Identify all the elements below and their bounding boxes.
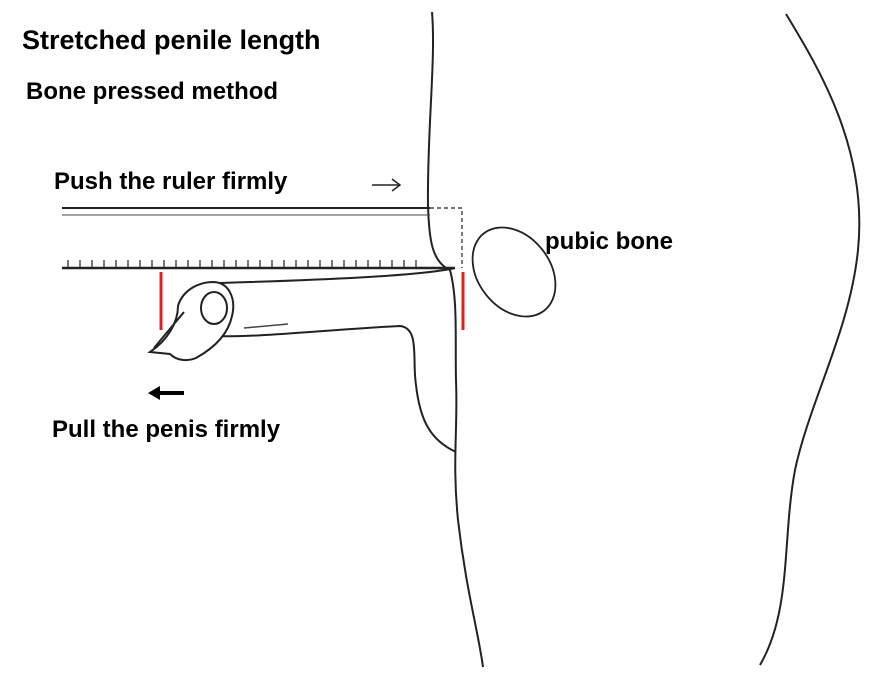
diagram-title: Stretched penile length <box>22 25 321 55</box>
penis-crease <box>243 323 289 329</box>
left-arrow-icon <box>148 386 184 400</box>
push-ruler-label: Push the ruler firmly <box>54 168 288 195</box>
hand <box>147 280 235 362</box>
penis-outline <box>204 267 457 453</box>
pubic-bone-shape <box>471 226 557 318</box>
body-back-outline <box>759 13 861 666</box>
diagram-subtitle: Bone pressed method <box>26 78 279 105</box>
pubic-bone-label: pubic bone <box>545 228 673 255</box>
ruler-hidden-end <box>430 207 463 268</box>
ruler <box>62 207 463 270</box>
pull-penis-label: Pull the penis firmly <box>52 416 281 443</box>
right-arrow-icon <box>372 178 402 192</box>
body-front-outline <box>426 11 484 668</box>
ruler-ticks <box>67 260 417 267</box>
